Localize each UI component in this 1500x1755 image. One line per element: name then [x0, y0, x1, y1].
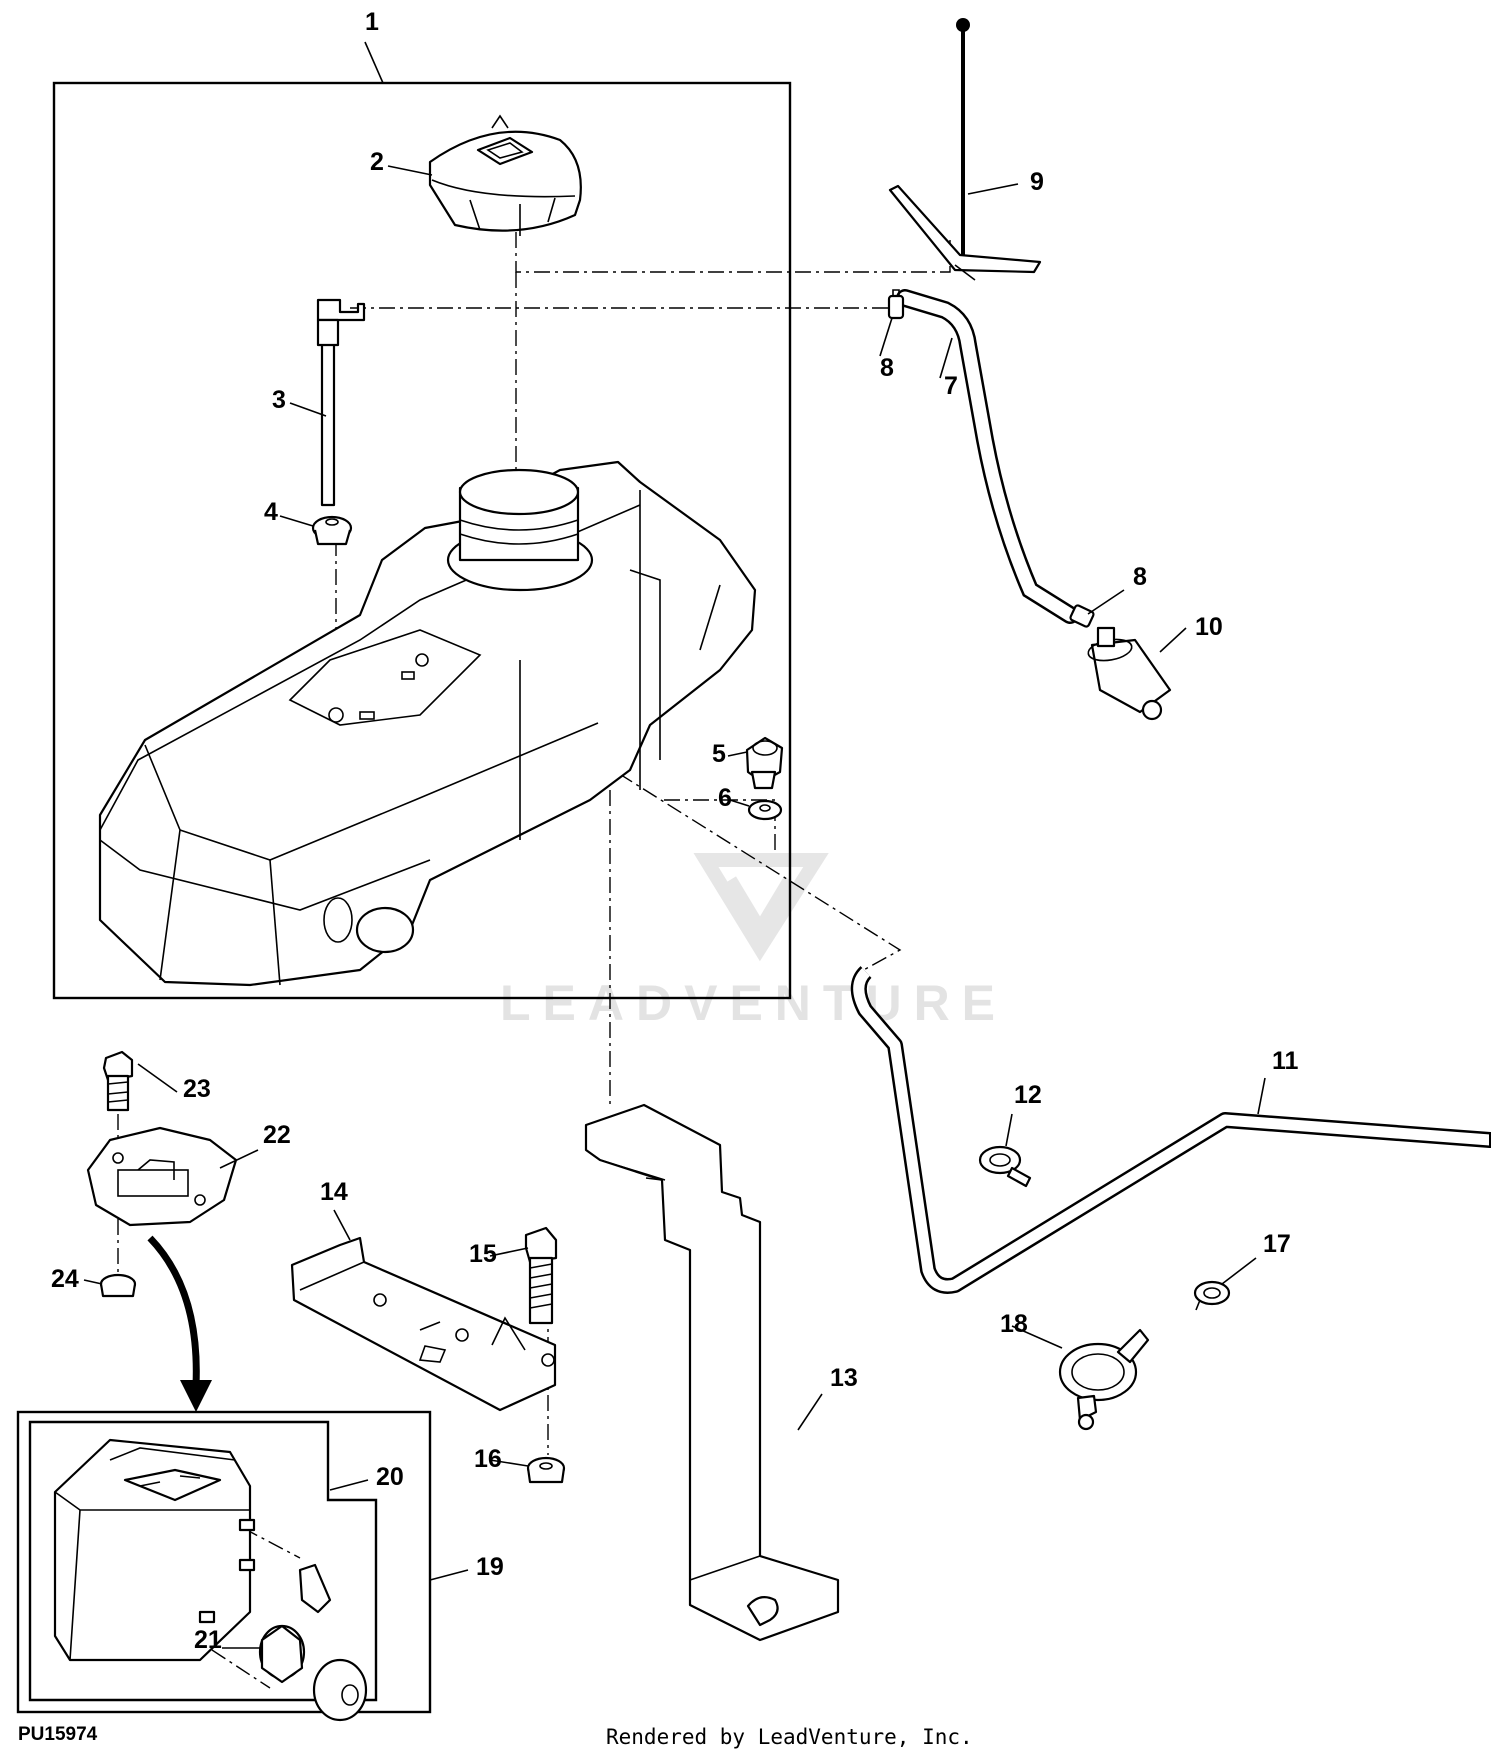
rollover-valve: [745, 736, 784, 790]
callout-17: 17: [1263, 1230, 1291, 1258]
vent-tube: [316, 298, 366, 507]
line-clamp: [978, 1145, 1032, 1188]
canister-kit-frame: [16, 1410, 432, 1714]
nut-16: [526, 1456, 566, 1484]
callout-19: 19: [476, 1553, 504, 1581]
hose-clamp-lower: [1069, 604, 1095, 628]
callout-12: 12: [1014, 1081, 1042, 1109]
callout-14: 14: [320, 1178, 348, 1206]
callout-8: 8: [880, 354, 894, 382]
callout-20: 20: [376, 1463, 404, 1491]
callout-1: 1: [365, 8, 379, 36]
fuel-line: [850, 966, 1491, 1294]
callout-22: 22: [263, 1121, 291, 1149]
callout-13: 13: [830, 1364, 858, 1392]
small-clamp: [1193, 1280, 1231, 1311]
valve-grommet: [747, 799, 783, 821]
callout-24: 24: [51, 1265, 79, 1293]
mounting-plate: [290, 1236, 557, 1412]
tank-assembly-frame: [52, 81, 792, 1000]
callout-7: 7: [944, 372, 958, 400]
hose-retainer: [888, 18, 1042, 281]
callout-10: 10: [1195, 613, 1223, 641]
callout-2: 2: [370, 148, 384, 176]
callout-21: 21: [194, 1626, 222, 1654]
tank-bracket: [584, 1103, 840, 1642]
nut-24: [99, 1273, 137, 1298]
callout-23: 23: [183, 1075, 211, 1103]
bolt-15: [524, 1226, 558, 1325]
callout-9: 9: [1030, 168, 1044, 196]
canister-bracket: [86, 1126, 238, 1227]
fuel-cap: [428, 114, 582, 236]
fuel-hose: [896, 289, 1079, 624]
watermark: LEADVENTURE: [500, 853, 1007, 1031]
canister-subframe: [28, 1420, 378, 1702]
watermark-text: LEADVENTURE: [500, 975, 1007, 1031]
callout-11: 11: [1272, 1047, 1299, 1075]
callout-6: 6: [718, 784, 732, 812]
canister-filter: [258, 1624, 368, 1722]
leader-lines: [83, 41, 1266, 1649]
curved-arrow: [147, 1235, 212, 1412]
callout-8: 8: [1133, 563, 1147, 591]
bolt-23: [102, 1050, 134, 1112]
callout-18: 18: [1000, 1310, 1028, 1338]
callout-3: 3: [272, 386, 286, 414]
callout-5: 5: [712, 740, 726, 768]
large-clamp: [1058, 1328, 1150, 1431]
figure-id: PU15974: [18, 1724, 98, 1745]
carbon-canister: [53, 1438, 332, 1662]
fuel-filter: [1087, 626, 1172, 721]
callout-4: 4: [264, 498, 278, 526]
grommet: [311, 515, 353, 546]
callout-15: 15: [469, 1240, 497, 1268]
callout-16: 16: [474, 1445, 502, 1473]
fuel-tank: [98, 460, 757, 987]
render-credit: Rendered by LeadVenture, Inc.: [606, 1725, 973, 1749]
hose-clamp: [887, 289, 905, 320]
